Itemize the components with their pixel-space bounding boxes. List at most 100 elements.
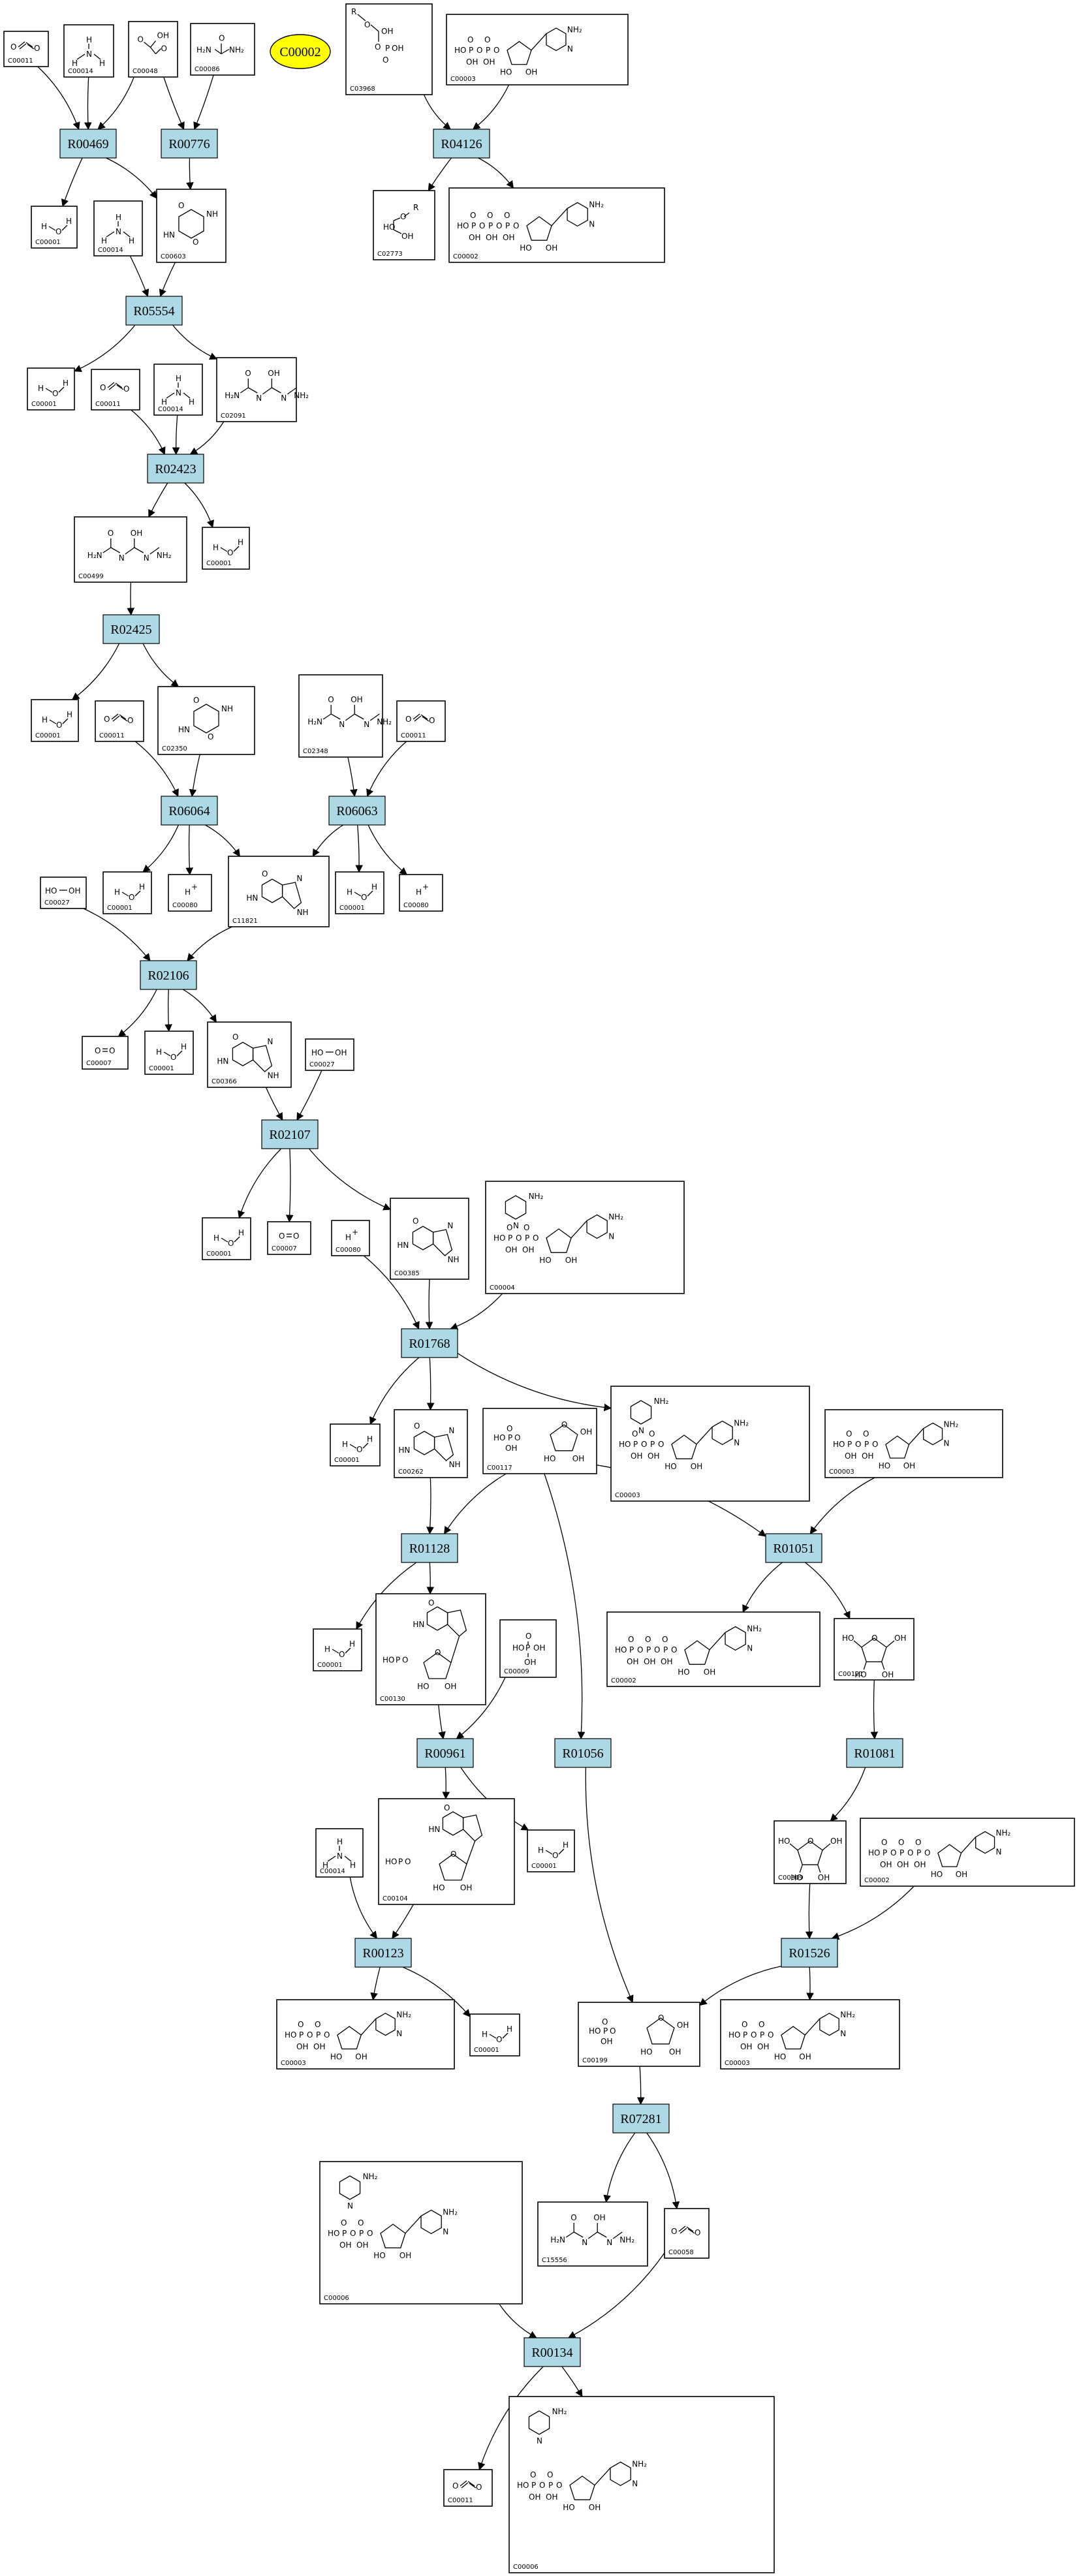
reaction-node-r02107[interactable]: R02107 <box>261 1119 319 1149</box>
compound-id-label: C00002 <box>611 1677 636 1684</box>
reaction-node-r00134[interactable]: R00134 <box>524 2337 581 2367</box>
reaction-node-r07281[interactable]: R07281 <box>612 2103 670 2134</box>
compound-node-c00080[interactable]: H+C00080 <box>331 1220 370 1256</box>
reaction-node-r00123[interactable]: R00123 <box>354 1938 412 1968</box>
reaction-node-r01081[interactable]: R01081 <box>846 1738 903 1768</box>
reaction-node-r06063[interactable]: R06063 <box>328 796 386 826</box>
reaction-node-r01526[interactable]: R01526 <box>781 1938 838 1968</box>
atom-label: O <box>428 1598 434 1607</box>
reaction-node-r02425[interactable]: R02425 <box>102 614 160 644</box>
edge-arrow <box>472 84 510 130</box>
edge-arrow <box>189 754 200 798</box>
target-compound-node[interactable]: C00002 <box>270 34 331 69</box>
compound-id-label: C11821 <box>232 918 258 925</box>
reaction-id-label: R02106 <box>148 969 189 983</box>
reaction-node-r01051[interactable]: R01051 <box>765 1533 822 1563</box>
reaction-node-r05554[interactable]: R05554 <box>125 296 183 326</box>
edge-arrow <box>805 1562 851 1620</box>
reaction-node-r01128[interactable]: R01128 <box>401 1533 458 1563</box>
reaction-box <box>846 1738 903 1768</box>
compound-node-c00080[interactable]: H+C00080 <box>399 874 443 912</box>
atom-label: OH <box>882 1670 894 1679</box>
reaction-node-r01768[interactable]: R01768 <box>401 1328 458 1358</box>
atom-label: O <box>514 1433 520 1442</box>
compound-id-label: C00499 <box>78 573 104 580</box>
reaction-node-r02106[interactable]: R02106 <box>140 960 197 990</box>
compound-box <box>443 2469 493 2507</box>
reaction-node-r04126[interactable]: R04126 <box>433 129 490 159</box>
compound-node-c00080[interactable]: H+C00080 <box>168 874 212 912</box>
reaction-node-r00961[interactable]: R00961 <box>416 1738 474 1768</box>
reaction-node-r02423[interactable]: R02423 <box>147 454 204 484</box>
reaction-node-r00776[interactable]: R00776 <box>161 129 218 159</box>
atom-label: H <box>371 882 377 892</box>
atom-label: H <box>101 236 107 245</box>
reaction-node-r00469[interactable]: R00469 <box>59 129 117 159</box>
compound-box <box>390 1198 469 1280</box>
reaction-node-r06064[interactable]: R06064 <box>161 796 218 826</box>
atom-label: + <box>422 882 429 892</box>
reaction-node-r01056[interactable]: R01056 <box>554 1738 612 1768</box>
atom-label: O <box>872 1440 878 1449</box>
atom-label: H₂N <box>196 46 211 55</box>
